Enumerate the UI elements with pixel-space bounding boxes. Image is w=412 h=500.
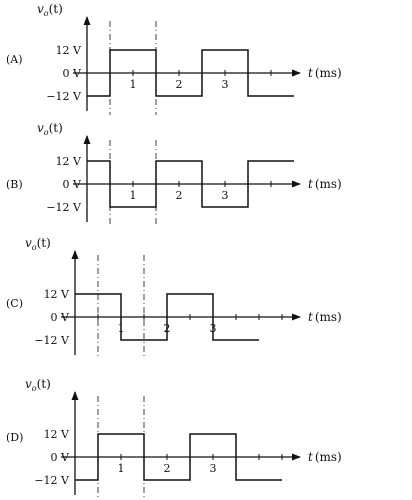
panel-label: (C) [6,297,23,310]
y-axis-label: vo(t) [37,2,63,18]
square-wave [87,160,294,208]
panel-B: (B) vo(t) t(ms) 12 V 0 V −12 V 1 2 3 [6,121,342,226]
y-axis-label: vo(t) [37,121,63,137]
y-tick-label: 12 V [44,428,70,441]
y-tick-label: −12 V [34,474,70,487]
x-tick-label: 3 [222,189,229,202]
x-axis-label: t(ms) [308,310,342,324]
y-tick-label: 12 V [56,44,82,57]
x-tick-label: 3 [210,462,217,475]
x-tick-label: 2 [176,78,183,91]
panel-label: (B) [6,178,23,191]
panels-root: (A) vo(t) t(ms) 12 V 0 V −12 V 1 2 3 (B) vo(t) t(ms… [6,2,342,499]
x-tick-label: 2 [176,189,183,202]
panel-A: (A) vo(t) t(ms) 12 V 0 V −12 V 1 2 3 [6,2,342,115]
panel-label: (A) [6,53,23,66]
x-tick-label: 1 [130,78,137,91]
square-wave [87,49,294,97]
x-axis-label: t(ms) [308,66,342,80]
x-axis-label: t(ms) [308,450,342,464]
x-tick-label: 1 [118,462,125,475]
y-tick-label: 12 V [56,155,82,168]
x-tick-label: 1 [130,189,137,202]
y-tick-label: −12 V [46,201,82,214]
y-axis-label: vo(t) [25,377,51,393]
x-tick-label: 2 [164,462,171,475]
y-tick-label: −12 V [46,90,82,103]
y-tick-label: 0 V [51,311,70,324]
x-axis-label: t(ms) [308,177,342,191]
square-wave [75,293,259,341]
panel-D: (D) vo(t) t(ms) 12 V 0 V −12 V 1 2 3 [6,377,342,499]
y-tick-label: 0 V [63,178,82,191]
y-tick-label: 0 V [51,451,70,464]
x-tick-label: 3 [222,78,229,91]
y-tick-label: 0 V [63,67,82,80]
y-tick-label: −12 V [34,334,70,347]
square-wave [75,433,282,481]
y-tick-label: 12 V [44,288,70,301]
panel-label: (D) [6,431,23,444]
y-axis-label: vo(t) [25,236,51,252]
